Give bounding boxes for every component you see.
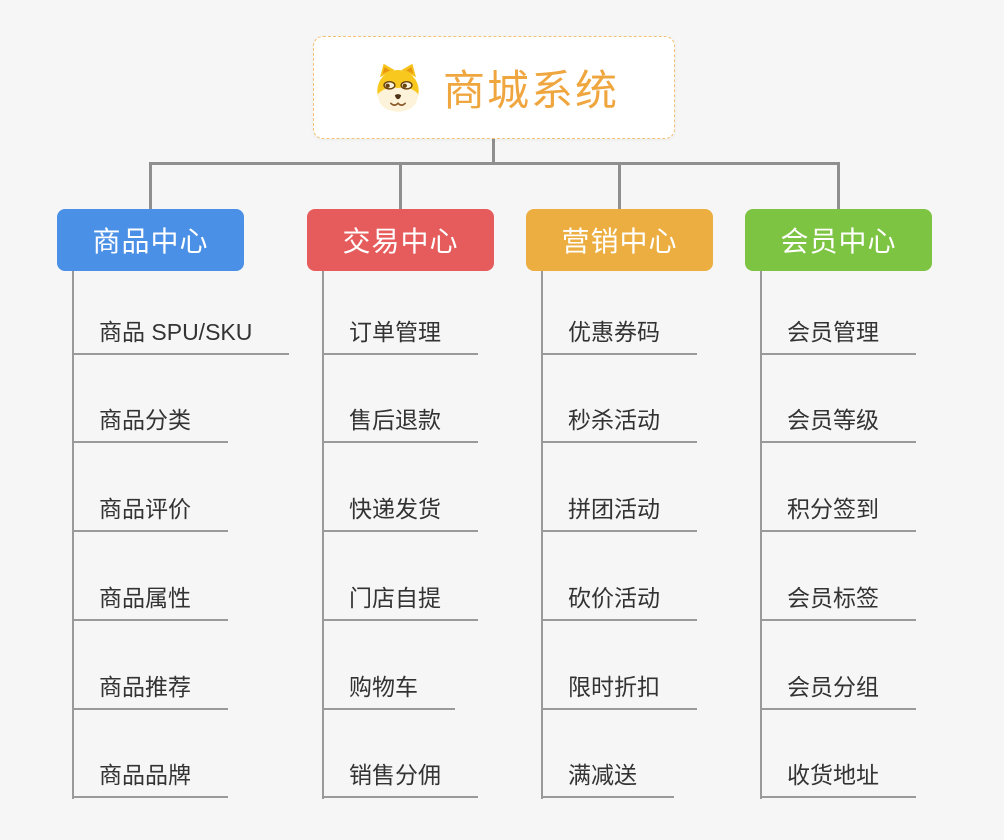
connector-drop-branch-3: [618, 162, 621, 209]
root-node-label: 商城系统: [442, 67, 619, 114]
leaf-node[interactable]: 订单管理: [322, 317, 478, 355]
leaf-node[interactable]: 优惠券码: [541, 317, 697, 355]
branch-node-member-center[interactable]: 会员中心: [745, 209, 932, 271]
leaf-node[interactable]: 快递发货: [322, 494, 478, 532]
leaf-node[interactable]: 商品 SPU/SKU: [72, 317, 290, 355]
branch-node-marketing-center[interactable]: 营销中心: [526, 209, 713, 271]
leaf-node[interactable]: 商品评价: [72, 494, 228, 532]
leaf-node[interactable]: 会员分组: [760, 672, 916, 710]
leaf-node[interactable]: 售后退款: [322, 405, 478, 443]
leaf-node[interactable]: 积分签到: [760, 494, 916, 532]
spine-branch-3: [541, 271, 543, 799]
leaf-node[interactable]: 收货地址: [760, 760, 916, 798]
connector-drop-branch-2: [399, 162, 402, 209]
connector-horizontal-rail: [149, 162, 840, 165]
connector-drop-branch-4: [837, 162, 840, 209]
leaf-node[interactable]: 商品品牌: [72, 760, 228, 798]
leaf-node[interactable]: 会员管理: [760, 317, 916, 355]
leaf-node[interactable]: 销售分佣: [322, 760, 478, 798]
leaf-node[interactable]: 会员等级: [760, 405, 916, 443]
leaf-node[interactable]: 满减送: [541, 760, 674, 798]
connector-root-stub: [492, 139, 495, 164]
leaf-node[interactable]: 限时折扣: [541, 672, 697, 710]
root-node[interactable]: 商城系统: [313, 36, 675, 139]
leaf-node[interactable]: 门店自提: [322, 583, 478, 621]
leaf-node[interactable]: 会员标签: [760, 583, 916, 621]
branch-node-trade-center[interactable]: 交易中心: [307, 209, 494, 271]
spine-branch-1: [72, 271, 74, 799]
leaf-node[interactable]: 商品分类: [72, 405, 228, 443]
leaf-node[interactable]: 商品推荐: [72, 672, 228, 710]
leaf-node[interactable]: 秒杀活动: [541, 405, 697, 443]
leaf-node[interactable]: 购物车: [322, 672, 455, 710]
shiba-dog-icon: [369, 61, 427, 115]
spine-branch-2: [322, 271, 324, 799]
leaf-node[interactable]: 砍价活动: [541, 583, 697, 621]
leaf-node[interactable]: 商品属性: [72, 583, 228, 621]
leaf-node[interactable]: 拼团活动: [541, 494, 697, 532]
branch-node-product-center[interactable]: 商品中心: [57, 209, 244, 271]
connector-drop-branch-1: [149, 162, 152, 209]
spine-branch-4: [760, 271, 762, 799]
